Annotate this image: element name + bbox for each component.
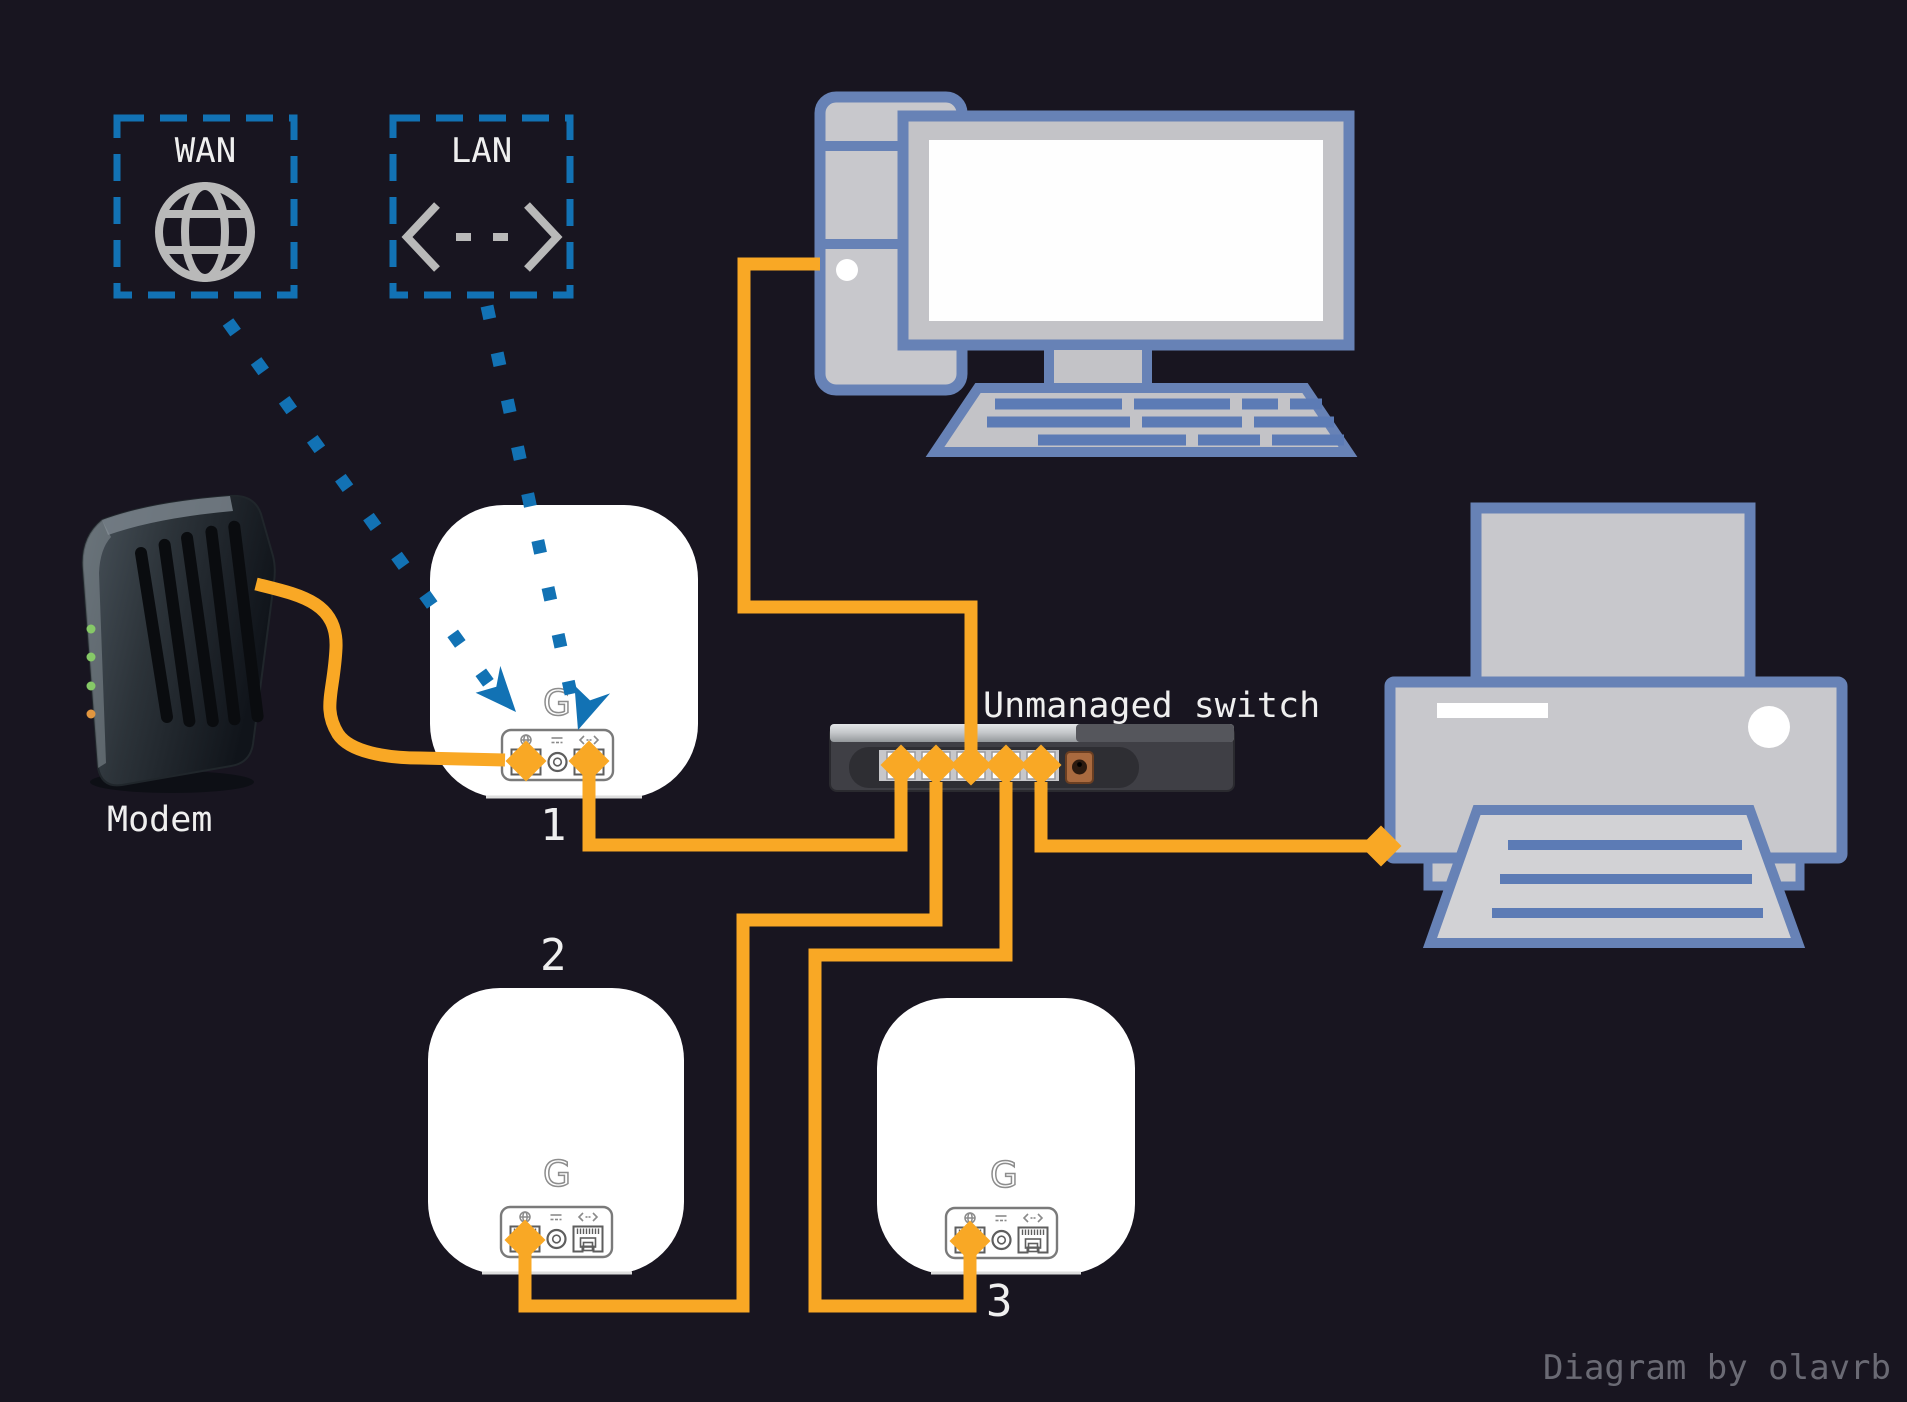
cable-switch-to-printer <box>1034 782 1378 853</box>
printer-button <box>1748 706 1790 748</box>
router-2-label: 2 <box>540 930 567 981</box>
printer <box>1384 502 1848 948</box>
cable-computer-to-switch <box>737 257 978 758</box>
globe-icon <box>155 182 255 282</box>
cable-switch-to-router3 <box>808 782 1013 1313</box>
wan-callout-line <box>222 318 501 696</box>
cable-switch-to-router2 <box>518 782 943 1313</box>
computer <box>814 91 1358 457</box>
modem-label: Modem <box>107 800 213 840</box>
credit-text: Diagram by olavrb <box>1543 1348 1891 1388</box>
router-3-label: 3 <box>986 1276 1013 1327</box>
lan-callout-line <box>480 304 580 705</box>
modem-vents <box>135 520 264 728</box>
lan-arrows-icon <box>401 202 563 272</box>
router-node-3: G <box>877 998 1135 1275</box>
monitor-screen <box>929 140 1323 321</box>
router-node-2: G <box>428 988 684 1275</box>
printer-paper-tray <box>1470 502 1756 694</box>
keyboard-keys <box>987 398 1344 446</box>
router-node-1: G <box>430 505 698 799</box>
lan-legend-box <box>389 114 574 299</box>
switch-power-jack <box>1065 751 1094 784</box>
ethernet-cables <box>254 257 1378 1313</box>
switch-label: Unmanaged switch <box>983 686 1321 726</box>
wan-legend-box <box>113 114 298 299</box>
cable-router1-to-switch <box>582 774 908 852</box>
lan-legend-label: LAN <box>450 131 513 171</box>
printed-text-lines <box>1492 840 1763 918</box>
tower-power-button <box>836 259 858 281</box>
wan-legend-label: WAN <box>174 131 237 171</box>
printer-slot <box>1437 703 1548 718</box>
legend-callout-lines <box>222 304 580 705</box>
cable-modem-to-router1 <box>254 577 506 767</box>
modem-device <box>81 494 276 793</box>
router-1-label: 1 <box>540 800 567 851</box>
monitor-stand <box>1044 340 1152 393</box>
modem-status-leds <box>86 624 96 719</box>
g-logo-icon: G <box>990 1155 1018 1196</box>
g-logo-icon: G <box>543 1154 571 1195</box>
